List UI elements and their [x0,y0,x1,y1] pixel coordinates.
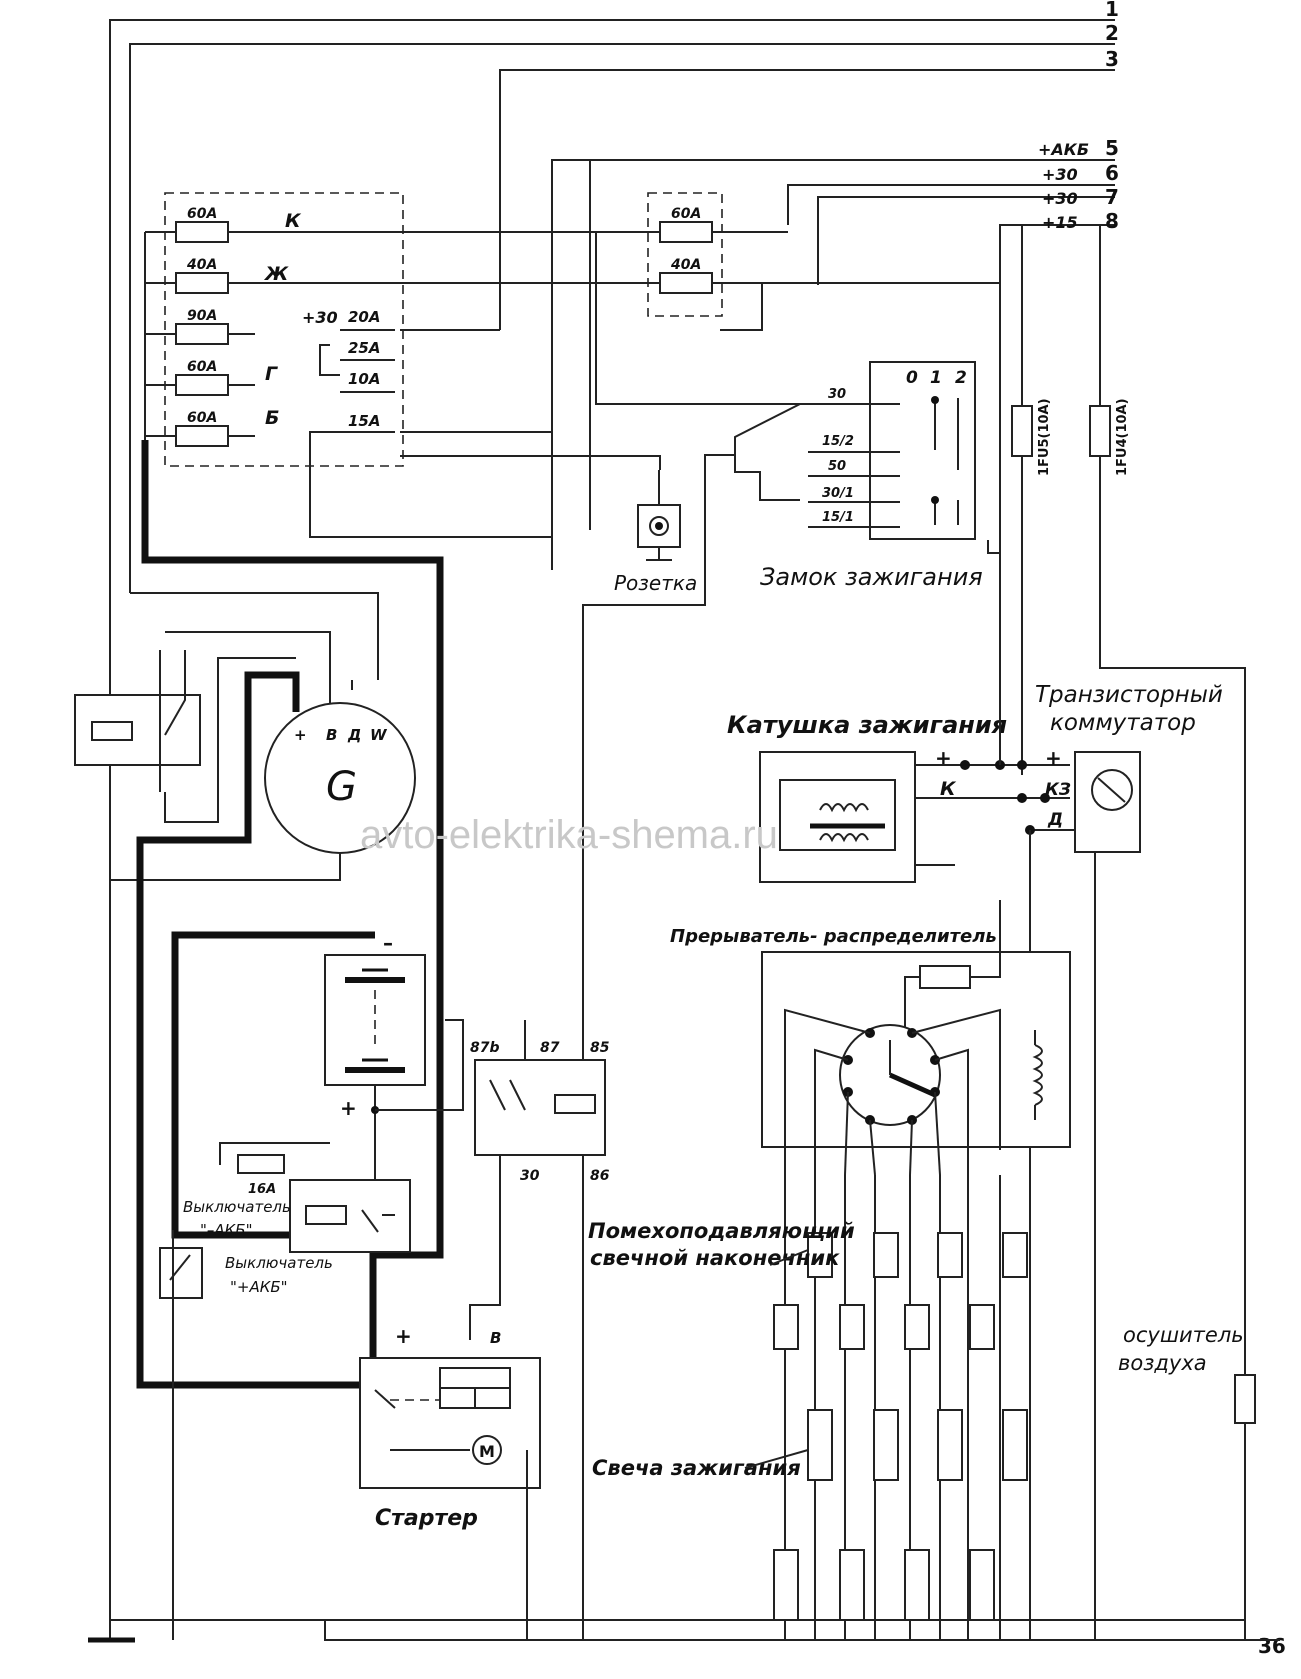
coil-term-plus: + [935,746,952,770]
terminal-zh: Ж [263,263,289,285]
fuse-1fu5: 1FU5(10А) [1037,398,1052,476]
distributor-title: Прерыватель- распределитель [670,926,997,947]
gen-term-d: Д [347,726,361,744]
spark-plug-title: Свеча зажигания [592,1456,801,1480]
battery-switches: 16А Выключатель "–АКБ" Выключатель "+АКБ… [159,1142,411,1640]
socket-title: Розетка [614,571,697,595]
gen-term-plus: + [294,726,307,744]
wire-label-akb: +АКБ [1038,140,1089,159]
fuse-block-left: 60А 40А 90А 60А 60А К Ж Г Б +30 20А 25А … [144,192,661,570]
terminal-b: Б [265,407,279,429]
distributor: Прерыватель- распределитель [670,900,1071,1176]
battery: – + [324,931,464,1185]
switch-minus-line1: Выключатель [183,1198,291,1216]
fuse-15a: 15А [348,412,380,430]
coil-term-k: К [940,778,957,800]
wire-labels: +АКБ +30 +30 +15 [1038,140,1089,232]
watermark: avto-elektrika-shema.ru [360,813,778,857]
ign-pos-0: 0 [906,368,918,388]
suppressor-line1: Помехоподавляющий [588,1219,855,1243]
generator-letter: G [326,764,357,810]
transistor-commutator: Транзисторный коммутатор + КЗ Д [1025,682,1223,1640]
wire-num-1: 1 [1105,0,1119,21]
wire-num-36: 36 [1258,1634,1286,1658]
wire-label-30a: +30 [1042,165,1078,184]
wire-num-7: 7 [1105,185,1119,209]
battery-fuse: 16А [248,1182,276,1197]
gen-term-w: W [370,726,388,744]
wire-num-2: 2 [1105,21,1119,45]
ignition-switch-title: Замок зажигания [760,563,983,591]
switch-plus-line1: Выключатель [225,1254,333,1272]
wire-label-15: +15 [1042,213,1078,232]
battery-plus: + [340,1096,357,1120]
fuse-90a: 90А [187,308,217,324]
spark-leads: Помехоподавляющий свечной наконечник Све… [588,1175,1028,1640]
commutator-term-d: Д [1047,810,1063,830]
fuse-block-mid: 60А 40А [255,192,1000,405]
switch-minus-line2: "–АКБ" [200,1221,253,1239]
fuse-25a: 25А [348,339,380,357]
starter: М + В Стартер [359,1324,541,1640]
starter-plus: + [395,1324,412,1348]
relay: 87b 87 85 30 86 [469,1020,610,1640]
ign-contact-30: 30 [828,387,846,402]
wire-num-8: 8 [1105,209,1119,233]
ground-bus [88,1619,1280,1643]
relay-pin-87b: 87b [470,1040,500,1056]
power-cables [136,440,444,1389]
fuse-60a-2: 60А [187,359,217,375]
air-dryer-line1: осушитель [1123,1323,1244,1347]
battery-minus: – [383,931,393,955]
fuse-20a: 20А [348,308,380,326]
ign-contact-15-1: 15/1 [822,510,854,525]
wire-num-5: 5 [1105,136,1119,160]
wire-numbers: 1 2 3 5 6 7 8 36 [1105,0,1286,1658]
ign-pos-2: 2 [955,368,967,388]
mid-fuse-60a: 60А [671,206,701,222]
relay-pin-30: 30 [520,1168,540,1184]
relay-pin-86: 86 [590,1168,610,1184]
ign-pos-1: 1 [930,368,942,388]
fuse-60a-1: 60А [187,206,217,222]
starter-title: Стартер [375,1506,478,1531]
ign-contact-30-1: 30/1 [822,486,854,501]
commutator-term-plus: + [1045,746,1062,770]
terminal-k: К [285,210,302,232]
relay-pin-87: 87 [540,1040,560,1056]
starter-motor: М [479,1442,495,1461]
generator: G + В Д W [74,592,416,881]
plus30-label: +30 [302,308,338,327]
fuse-1fu4: 1FU4(10А) [1115,398,1130,476]
starter-terminal-b: В [490,1329,501,1347]
coil-title: Катушка зажигания [727,711,1007,739]
switch-plus-line2: "+АКБ" [230,1278,288,1296]
ignition-switch: 0 1 2 30 15/2 50 30/1 15/1 Замок зажиган… [582,361,1000,1640]
gen-term-b: В [326,726,337,744]
wire-num-3: 3 [1105,47,1119,71]
mid-fuse-40a: 40А [670,257,701,273]
fuse-60a-3: 60А [187,410,217,426]
commutator-title-2: коммутатор [1050,710,1196,736]
relay-pin-85: 85 [590,1040,610,1056]
ign-contact-15-2: 15/2 [822,434,854,449]
air-dryer: осушитель воздуха [1118,1323,1256,1424]
suppressor-line2: свечной наконечник [590,1246,840,1270]
ign-contact-50: 50 [828,459,846,474]
air-dryer-line2: воздуха [1118,1351,1207,1375]
terminal-g: Г [265,363,278,385]
fuses-right: 1FU5(10А) 1FU4(10А) [1011,398,1246,1640]
wire-label-30b: +30 [1042,189,1078,208]
ignition-coil: Катушка зажигания + К [727,553,1070,883]
wire-num-6: 6 [1105,161,1119,185]
socket: Розетка [614,470,697,595]
fuse-10a: 10А [348,370,380,388]
bus-wires [109,19,1115,1640]
fuse-40a: 40А [186,257,217,273]
commutator-term-kz: КЗ [1045,780,1071,800]
commutator-title-1: Транзисторный [1035,682,1223,708]
